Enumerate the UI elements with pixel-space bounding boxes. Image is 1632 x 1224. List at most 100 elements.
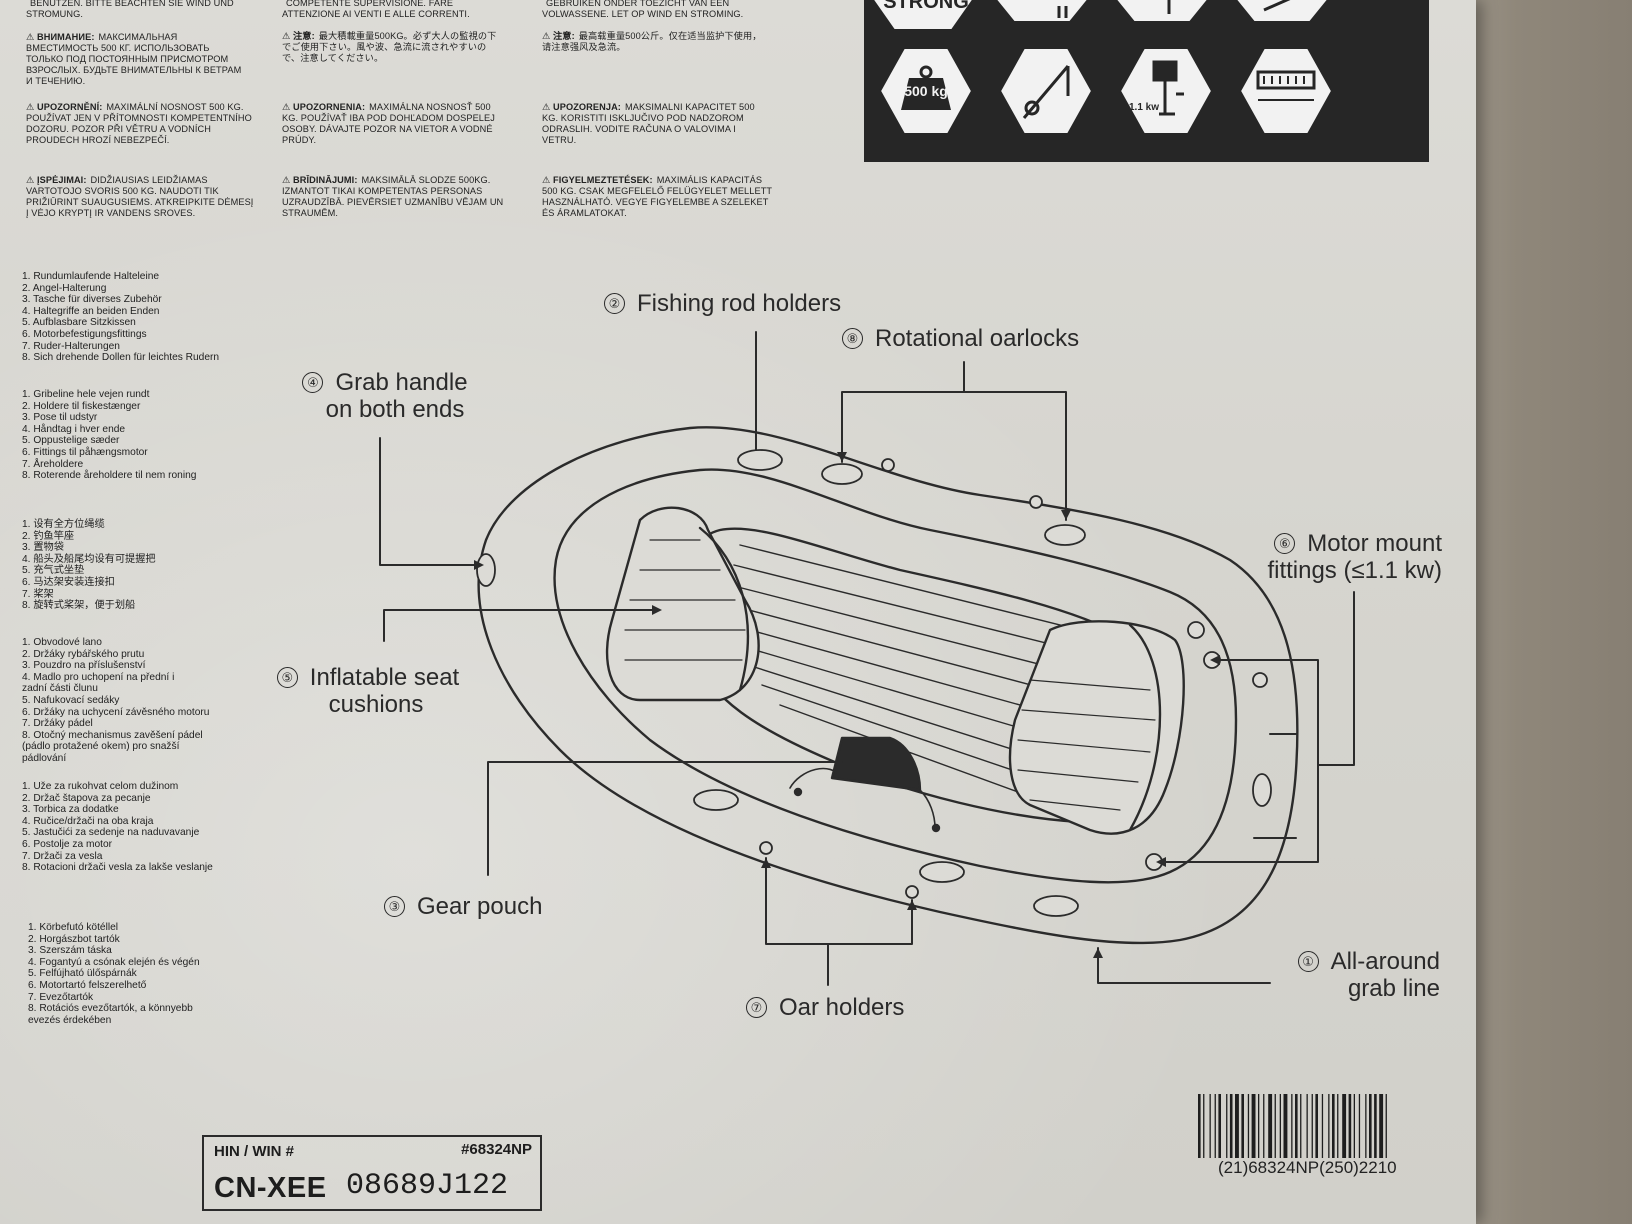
warning-sk: ⚠ UPOZORNENIA:MAXIMÁLNA NOSNOSŤ 500 KG. … <box>282 102 495 145</box>
warning-de-tail: BENUTZEN. BITTE BEACHTEN SIE WIND UND ST… <box>26 0 234 19</box>
barcode-bar <box>1247 1094 1250 1158</box>
seat-cushion-left <box>605 506 760 702</box>
boat-inner-tube <box>553 468 1238 884</box>
barcode-bar <box>1251 1094 1256 1158</box>
warning-lv: ⚠ BRĪDINĀJUMI:MAKSIMĀLĀ SLODZE 500KG. IZ… <box>282 175 504 218</box>
feature-icon-panel: STRONG 500 kg 1.1 kw <box>864 0 1429 162</box>
gear-pouch <box>830 736 922 792</box>
oarlock-2 <box>1044 524 1086 546</box>
hin-label-box: HIN / WIN # #68324NP CN-XEE 08689J122 <box>202 1135 542 1211</box>
barcode-bar <box>1203 1094 1205 1158</box>
hin-code: CN-XEE <box>214 1172 327 1204</box>
barcode-bar <box>1214 1094 1216 1158</box>
seat-cushion-icon <box>1238 47 1334 135</box>
oar-holder-2 <box>919 861 965 883</box>
oarlock-1 <box>821 463 863 485</box>
barcode-bar <box>1342 1094 1347 1158</box>
barcode-bar <box>1279 1094 1281 1158</box>
barcode-bar <box>1306 1094 1308 1158</box>
warning-lt: ⚠ ĮSPĖJIMAI:DIDŽIAUSIAS LEIDŽIAMAS VARTO… <box>26 175 254 218</box>
product-box-panel: BENUTZEN. BITTE BEACHTEN SIE WIND UND ST… <box>0 0 1476 1224</box>
barcode-bar <box>1315 1094 1318 1158</box>
barcode-bar <box>1198 1094 1201 1158</box>
barcode-bar <box>1235 1094 1239 1158</box>
seat-cushion-right <box>1008 620 1185 835</box>
barcode-bar <box>1385 1094 1387 1158</box>
leader-arrows <box>474 452 1220 958</box>
barcode-bar <box>1209 1094 1211 1158</box>
barcode-bar <box>1321 1094 1324 1158</box>
model-number: #68324NP <box>461 1141 532 1158</box>
hexagon-oar-icon <box>1114 0 1210 23</box>
barcode-bar <box>1353 1094 1355 1158</box>
barcode-bar <box>1374 1094 1377 1158</box>
barcode-bar <box>1328 1094 1330 1158</box>
grab-handle-bow <box>476 553 496 587</box>
hin-label: HIN / WIN # <box>214 1143 295 1160</box>
warning-nl-tail: GEBRUIKEN ONDER TOEZICHT VAN EEN VOLWASS… <box>542 0 744 19</box>
barcode-bar <box>1283 1094 1288 1158</box>
boat-outer-hull <box>477 426 1299 945</box>
grab-ring <box>905 885 919 899</box>
rod-holder-2 <box>1033 895 1079 917</box>
warning-ja: ⚠ 注意:最大積載重量500KG。必ず大人の監視の下でご使用下さい。風や波、急流… <box>282 31 497 63</box>
hexagon-rod-icon <box>1234 0 1330 23</box>
warning-cs: ⚠ UPOZORNĚNÍ:MAXIMÁLNÍ NOSNOST 500 KG. P… <box>26 102 252 145</box>
barcode-bar <box>1332 1094 1335 1158</box>
barcode-bar <box>1274 1094 1276 1158</box>
warning-hu: ⚠ FIGYELMEZTETÉSEK:MAXIMÁLIS KAPACITÁS 5… <box>542 175 772 218</box>
strong-label: STRONG <box>883 0 969 13</box>
barcode-bar <box>1365 1094 1367 1158</box>
feature-icons: STRONG 500 kg 1.1 kw <box>871 0 1334 135</box>
hexagon-strong-icon <box>871 0 975 31</box>
grab-ring <box>881 458 895 472</box>
leader-lines <box>379 331 1355 986</box>
barcode-bar <box>1311 1094 1313 1158</box>
barcode-bar <box>1241 1094 1244 1158</box>
warning-it-tail: COMPETENTE SUPERVISIONE. FARE ATTENZIONE… <box>282 0 470 19</box>
warning-ru: ⚠ ВНИМАНИЕ:МАКСИМАЛЬНАЯ ВМЕСТИМОСТЬ 500 … <box>26 32 242 86</box>
motor-fitting <box>1187 621 1205 639</box>
grab-ring <box>1029 495 1043 509</box>
barcode-bar <box>1379 1094 1384 1158</box>
barcode-bar <box>1295 1094 1298 1158</box>
barcode-bar <box>1369 1094 1372 1158</box>
barcode-number: (21)68324NP(250)2210 <box>1218 1158 1397 1177</box>
barcode-bar <box>1258 1094 1260 1158</box>
rod-holder-1 <box>737 449 783 471</box>
warning-zh: ⚠ 注意:最高载重量500公斤。仅在适当监护下使用，请注意强风及急流。 <box>542 31 762 52</box>
barcode-bar <box>1300 1094 1302 1158</box>
barcode-bar <box>1291 1094 1293 1158</box>
boat-diagram <box>379 331 1355 986</box>
grab-handle-stern <box>1252 773 1272 807</box>
warning-sr: ⚠ UPOZORENJA:MAKSIMALNI KAPACITET 500 KG… <box>542 102 755 145</box>
motor-fitting <box>1252 672 1268 688</box>
weight-label: 500 kg <box>904 83 948 99</box>
oar-holder-1 <box>693 789 739 811</box>
barcode-bar <box>1348 1094 1352 1158</box>
barcode-bar <box>1226 1094 1228 1158</box>
barcode-bar <box>1358 1094 1361 1158</box>
grab-ring <box>759 841 773 855</box>
barcode-bar <box>1229 1094 1233 1158</box>
barcode-bar <box>1263 1094 1265 1158</box>
motor-power-label: 1.1 kw <box>1129 102 1159 113</box>
barcode-bar <box>1218 1094 1221 1158</box>
barcode-bar <box>1337 1094 1339 1158</box>
barcode <box>1198 1094 1387 1158</box>
barcode-bar <box>1268 1094 1273 1158</box>
